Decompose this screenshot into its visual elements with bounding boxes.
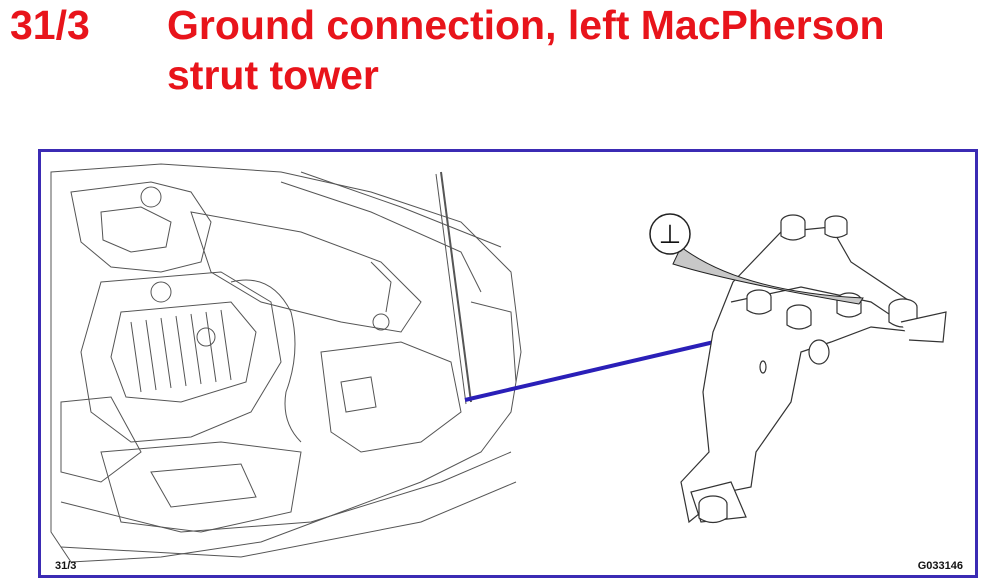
pointer-line [464, 337, 728, 402]
figure-caption-right: G033146 [917, 560, 963, 572]
engine-bay-drawing [50, 163, 522, 563]
ground-symbol-circle [649, 213, 691, 255]
bracket-drawing [680, 214, 947, 524]
page-title: Ground connection, left MacPherson strut… [167, 2, 885, 98]
section-number: 31/3 [10, 2, 90, 48]
figure-caption-left: 31/3 [55, 560, 77, 572]
figure-frame: ⊥ 31/3 G033146 [38, 149, 978, 578]
callout-pointer [672, 246, 864, 305]
ground-symbol-icon: ⊥ [659, 220, 682, 250]
figure-illustration: ⊥ [50, 163, 947, 563]
